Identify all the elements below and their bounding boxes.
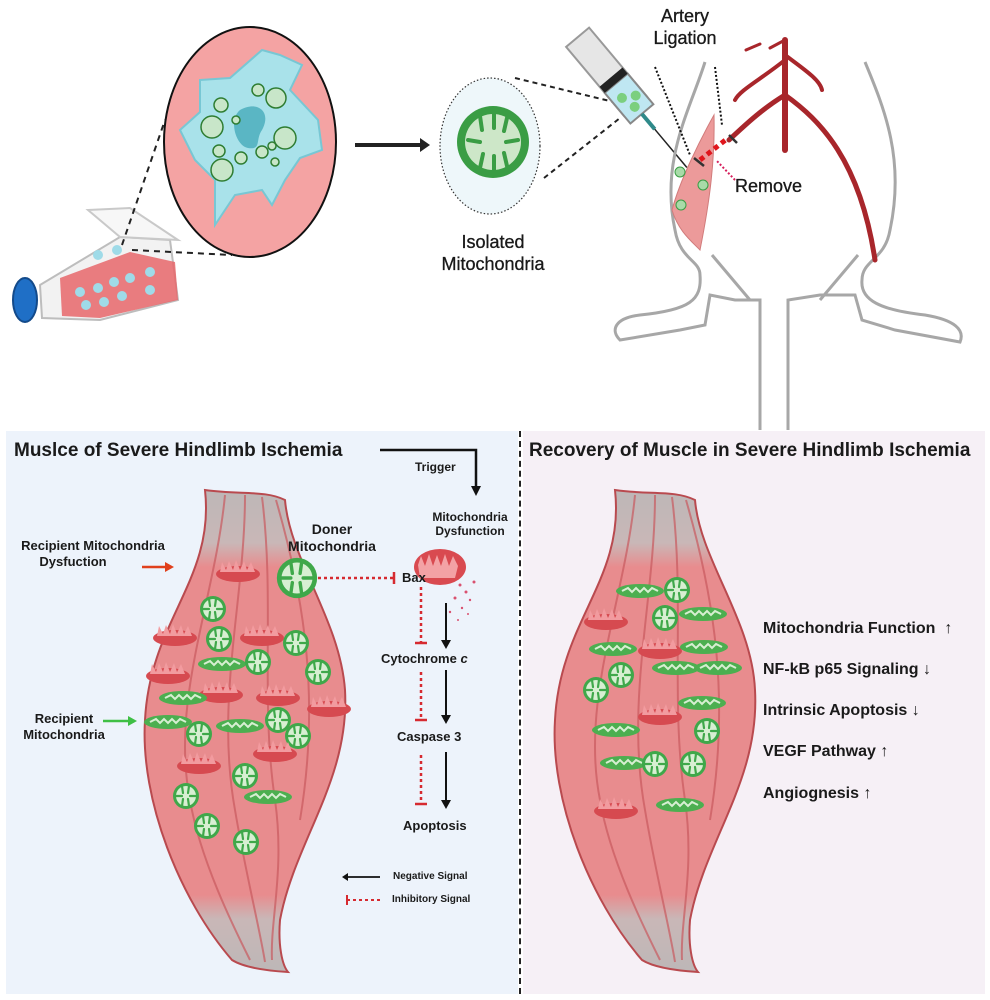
- recovered-muscle-icon: [553, 488, 757, 974]
- artery-label-line2: Ligation: [653, 27, 717, 48]
- doner-line1: Doner: [311, 521, 353, 537]
- cell-magnified-icon: [163, 26, 337, 258]
- doner-mitochondria-label: Doner Mitochondria: [282, 521, 382, 555]
- trigger-arrow: [380, 448, 481, 496]
- recipient-line2: Mitochondria: [23, 726, 105, 742]
- legend-negative-label: Negative Signal: [393, 871, 468, 882]
- culture-flask-icon: [12, 206, 182, 323]
- mouse-outline: [613, 61, 963, 430]
- recipient-mitochondria-label: Recipient Mitochondria: [14, 711, 114, 742]
- ligation-clip-icon: [693, 134, 738, 167]
- up-arrow-icon: ↑: [863, 785, 872, 802]
- remove-label: Remove: [735, 176, 803, 196]
- dysfunction-label-line1: Mitochondria: [432, 510, 508, 524]
- ischemic-muscle-icon: [143, 488, 351, 974]
- artery-label-line1: Artery: [660, 6, 709, 26]
- trigger-label: Trigger: [415, 460, 456, 474]
- legend-negative-arrow-icon: [342, 873, 380, 881]
- legend-inhibitory-icon: [346, 895, 383, 905]
- pathway-cytochrome: Cytochrome c: [381, 651, 468, 666]
- doner-line2: Mitochondria: [288, 537, 376, 554]
- artery-ligation-label: Artery Ligation: [640, 6, 730, 49]
- cytochrome-c-italic: c: [460, 651, 468, 666]
- inhibitory-signal: [318, 572, 427, 806]
- outcome-label: Intrinsic Apoptosis: [763, 702, 908, 719]
- syringe-icon: [564, 26, 688, 168]
- pathway-bax: Bax: [402, 570, 426, 585]
- zoom-line: [121, 119, 166, 246]
- pathway-apoptosis: Apoptosis: [403, 818, 467, 833]
- outcome-label: NF-kB p65 Signaling: [763, 661, 919, 678]
- doner-mitochondrion-icon: [275, 556, 319, 600]
- isolated-mitochondria-label: Isolated Mitochondria: [438, 232, 548, 275]
- red-arrow: [142, 562, 174, 572]
- top-illustration: [12, 26, 963, 430]
- arrowheads: [441, 640, 451, 809]
- isolated-mitochondrion-icon: [439, 77, 541, 215]
- hindlimb-muscle-icon: [671, 113, 715, 252]
- green-arrow: [103, 716, 137, 726]
- removed-segment: [698, 136, 730, 162]
- panel-divider: [519, 431, 521, 994]
- zoom-line: [131, 249, 233, 256]
- cytochrome-text: Cytochrome: [381, 651, 461, 666]
- isolated-label-line1: Isolated: [461, 232, 525, 252]
- outcome-item: VEGF Pathway ↑: [763, 743, 888, 761]
- process-arrow: [355, 138, 430, 152]
- recipient-dysfunction-line2: Dysfuction: [39, 553, 107, 569]
- legend-inhibitory-label: Inhibitory Signal: [392, 894, 471, 905]
- dysfunctional-mitochondrion-icon: [414, 549, 476, 621]
- zoom-line: [543, 117, 621, 179]
- dysfunction-label-line2: Dysfunction: [435, 524, 505, 539]
- right-panel-title: Recovery of Muscle in Severe Hindlimb Is…: [529, 440, 971, 461]
- mitochondria-dysfunction-label: Mitochondria Dysfunction: [420, 510, 520, 539]
- outcome-label: VEGF Pathway: [763, 743, 876, 760]
- down-arrow-icon: ↓: [923, 661, 932, 678]
- outcome-item: Angiognesis ↑: [763, 785, 871, 803]
- left-panel-title: Muslce of Severe Hindlimb Ischemia: [14, 440, 343, 461]
- pathway-caspase3: Caspase 3: [397, 729, 462, 744]
- outcome-label: Angiognesis: [763, 785, 860, 802]
- isolated-label-line2: Mitochondria: [441, 253, 545, 274]
- outcome-item: Intrinsic Apoptosis ↓: [763, 702, 920, 720]
- down-arrow-icon: ↓: [911, 702, 920, 719]
- outcome-label: Mitochondria Function: [763, 620, 936, 637]
- recipient-dysfunction-line1: Recipient Mitochondria: [21, 538, 165, 553]
- up-arrow-icon: ↑: [944, 620, 953, 637]
- recipient-dysfunction-label: Recipient Mitochondria Dysfuction: [4, 538, 182, 569]
- up-arrow-icon: ↑: [880, 743, 889, 760]
- outcome-item: Mitochondria Function ↑: [763, 620, 952, 638]
- recipient-line1: Recipient: [34, 711, 94, 726]
- outcome-item: NF-kB p65 Signaling ↓: [763, 661, 931, 679]
